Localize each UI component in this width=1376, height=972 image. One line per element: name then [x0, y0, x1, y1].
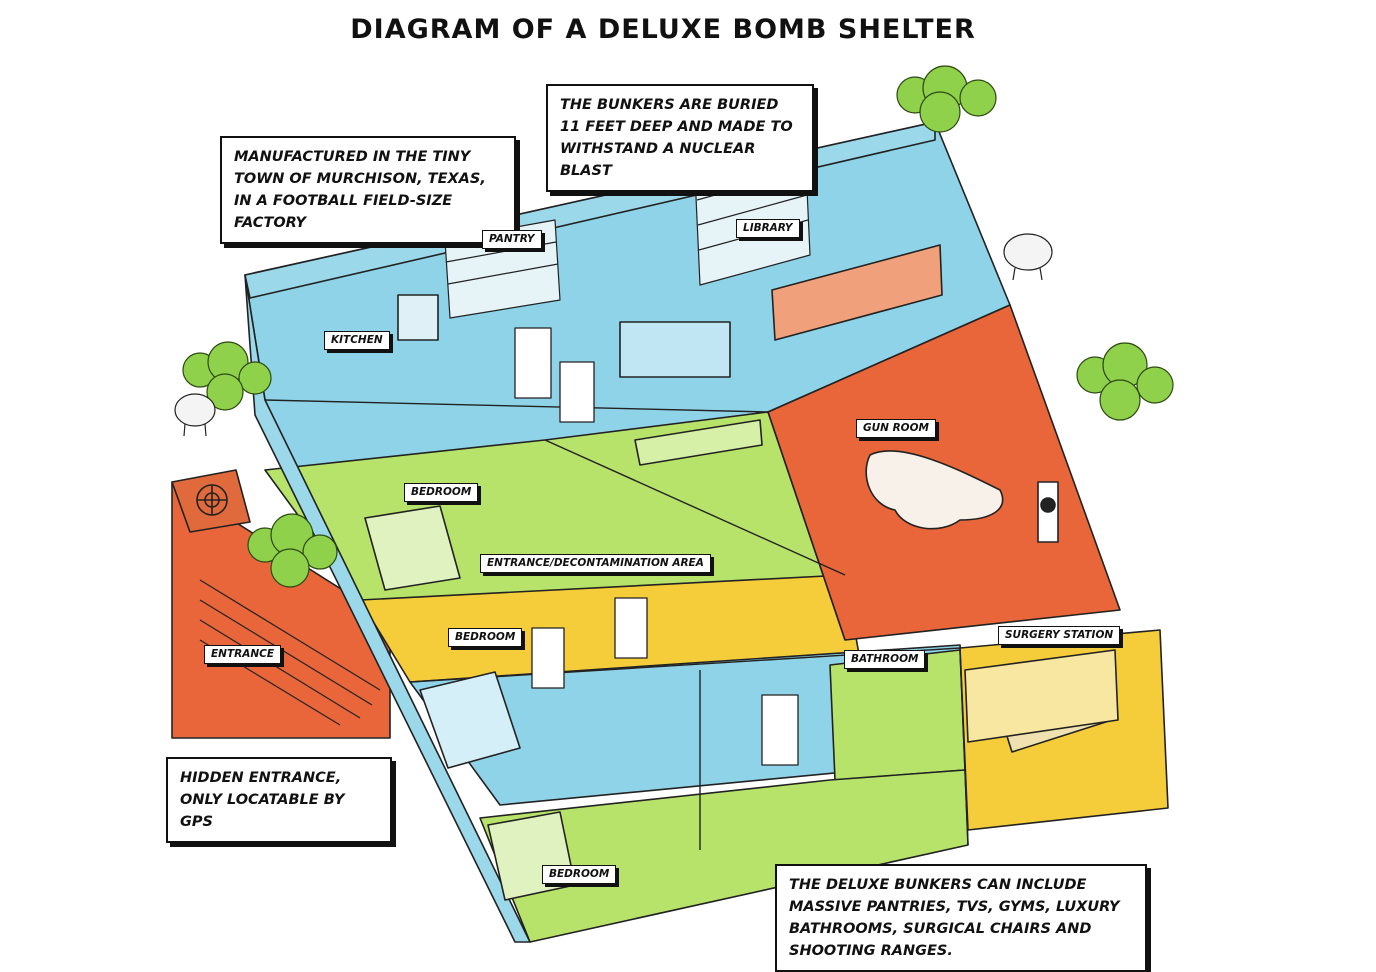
shooting-target-icon: [1037, 481, 1059, 543]
callout-hidden-entrance: HIDDEN ENTRANCE, ONLY LOCATABLE BY GPS: [166, 757, 392, 843]
entrance-shaft-front: [171, 481, 391, 739]
gun-rack: [771, 244, 943, 341]
bed-middle: [419, 671, 521, 769]
tv-screen: [619, 321, 731, 378]
entrance-stairs: [199, 579, 381, 726]
bush-entrance-icon: [247, 513, 338, 588]
label-kitchen: KITCHEN: [324, 331, 390, 350]
label-gun-room: GUN ROOM: [856, 419, 936, 438]
label-surgery-station: SURGERY STATION: [998, 626, 1121, 645]
sheep-left-icon: [174, 393, 216, 437]
label-bedroom-lower: BEDROOM: [542, 865, 617, 884]
label-bedroom-middle: BEDROOM: [448, 628, 523, 647]
callout-deluxe: THE DELUXE BUNKERS CAN INCLUDE MASSIVE P…: [775, 864, 1147, 972]
dining-table: [634, 419, 763, 466]
callout-depth: THE BUNKERS ARE BURIED 11 FEET DEEP AND …: [546, 84, 814, 192]
label-bedroom-upper: BEDROOM: [404, 483, 479, 502]
label-bathroom: BATHROOM: [844, 650, 926, 669]
kitchen-stove: [397, 294, 439, 341]
label-pantry: PANTRY: [482, 230, 542, 249]
entrance-hatch-top: [171, 469, 251, 533]
bed-upper: [364, 505, 461, 591]
diagram-title: DIAGRAM OF A DELUXE BOMB SHELTER: [350, 14, 976, 45]
doors: [514, 327, 799, 766]
sheep-right-icon: [1003, 233, 1053, 281]
bush-right-icon: [1076, 342, 1174, 421]
label-entrance: ENTRANCE: [204, 645, 281, 664]
surgery-cabinet: [964, 649, 1119, 743]
bush-top-right-icon: [896, 65, 997, 133]
bear-rug: [865, 450, 1004, 530]
bathroom-floor: [829, 649, 966, 781]
label-library: LIBRARY: [736, 219, 800, 238]
hatch-wheel-icon: [196, 484, 228, 516]
callout-factory: MANUFACTURED IN THE TINY TOWN OF MURCHIS…: [220, 136, 516, 244]
bush-left-icon: [182, 341, 272, 411]
label-entrance-decontamination: ENTRANCE/DECONTAMINATION AREA: [480, 554, 711, 573]
